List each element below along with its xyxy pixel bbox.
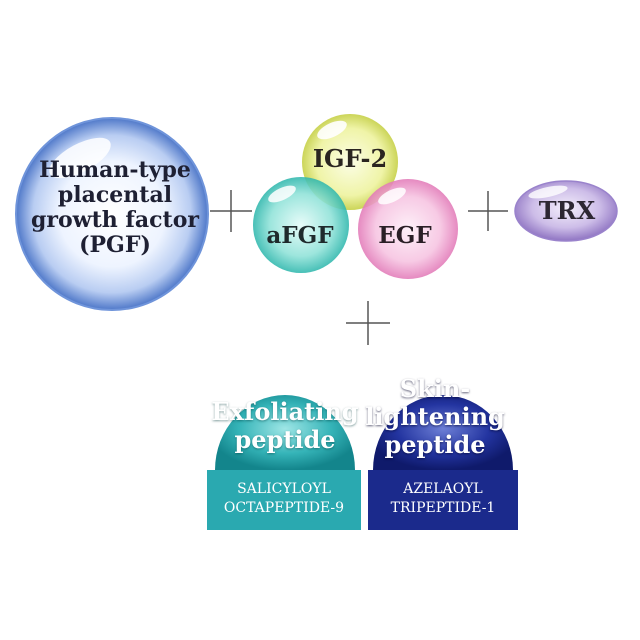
exfoliating-bubble bbox=[215, 395, 355, 470]
lightening-bubble bbox=[373, 395, 513, 470]
plus-icon bbox=[210, 190, 252, 232]
afgf-label: aFGF bbox=[266, 222, 334, 249]
lightening-label-line: Skin- bbox=[399, 374, 471, 403]
igf2-label: IGF-2 bbox=[312, 144, 388, 173]
lightening-band: AZELAOYL TRIPEPTIDE-1 bbox=[368, 470, 518, 530]
exfoliating-band-line: SALICYLOYL bbox=[237, 481, 331, 497]
exfoliating-label-line: peptide bbox=[234, 425, 336, 454]
lightening-highlight bbox=[401, 367, 485, 385]
exfoliating-band-line: OCTAPEPTIDE-9 bbox=[223, 500, 345, 516]
lightening-band-line: AZELAOYL bbox=[403, 481, 483, 497]
plus-icon bbox=[346, 301, 390, 345]
pgf-label-line: (PGF) bbox=[79, 232, 151, 258]
afgf-highlight bbox=[268, 185, 296, 203]
egf-label: EGF bbox=[378, 222, 432, 249]
lightening-label-line: lightening bbox=[365, 402, 505, 431]
pgf-label: Human-type placental growth factor (PGF) bbox=[10, 158, 220, 258]
plus-icon bbox=[468, 191, 508, 231]
pgf-label-line: Human-type bbox=[39, 157, 191, 183]
trx-highlight bbox=[528, 185, 568, 199]
igf2-highlight bbox=[317, 120, 347, 140]
exfoliating-band: SALICYLOYL OCTAPEPTIDE-9 bbox=[207, 470, 361, 530]
pgf-label-line: placental bbox=[57, 182, 173, 208]
pgf-highlight bbox=[49, 137, 111, 179]
trx-label: TRX bbox=[538, 196, 596, 225]
egf-highlight bbox=[378, 187, 406, 205]
exfoliating-label: Exfoliating peptide bbox=[210, 398, 360, 454]
exfoliating-label-line: Exfoliating bbox=[211, 397, 359, 426]
exfoliating-highlight bbox=[241, 366, 325, 384]
lightening-label-line: peptide bbox=[384, 430, 486, 459]
lightening-label: Skin- lightening peptide bbox=[360, 375, 510, 459]
pgf-label-line: growth factor bbox=[31, 207, 199, 233]
lightening-band-line: TRIPEPTIDE-1 bbox=[390, 500, 496, 516]
